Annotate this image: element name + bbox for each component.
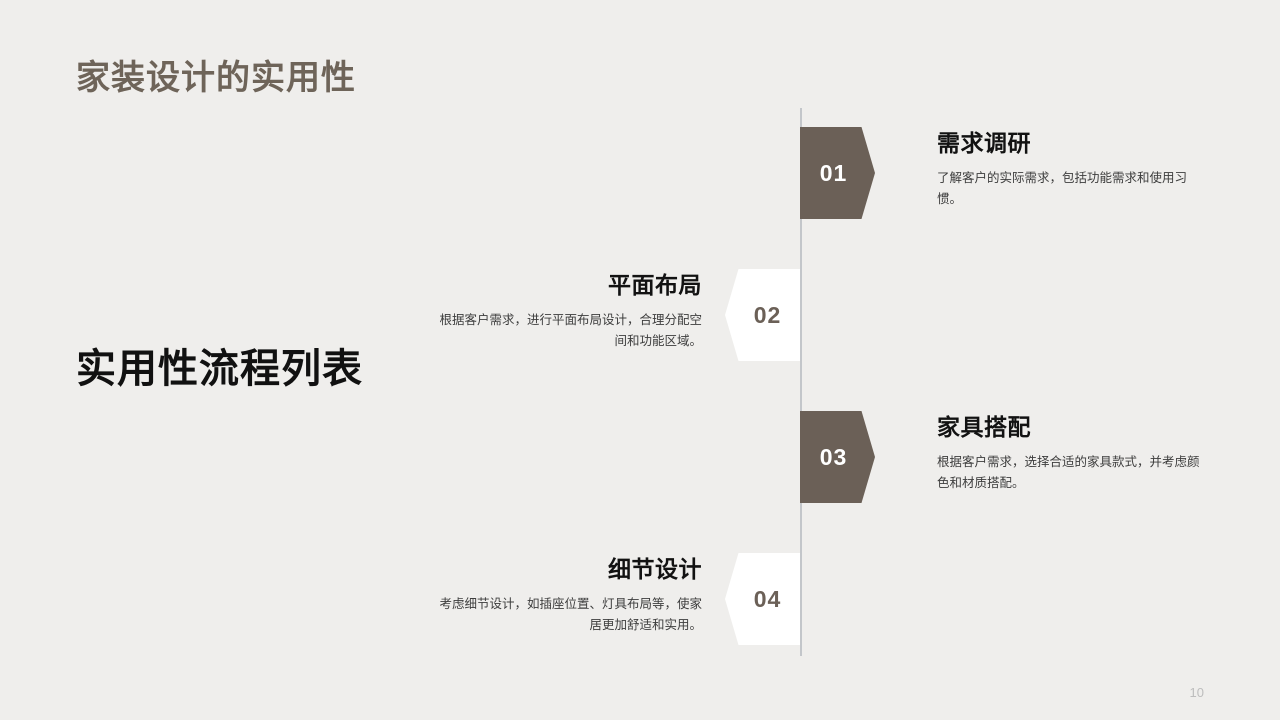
page-number: 10: [1189, 685, 1204, 700]
timeline-spine: [800, 108, 802, 656]
step-heading: 家具搭配: [937, 414, 1031, 440]
step-text-block: 平面布局 根据客户需求，进行平面布局设计，合理分配空间和功能区域。: [430, 272, 702, 353]
step-description: 根据客户需求，进行平面布局设计，合理分配空间和功能区域。: [439, 312, 702, 349]
step-description: 了解客户的实际需求，包括功能需求和使用习惯。: [937, 170, 1188, 207]
step-number-badge: 02: [725, 269, 800, 361]
timeline-step: 03 家具搭配 根据客户需求，选择合适的家具款式，并考虑颜色和材质搭配。: [800, 411, 1220, 503]
step-heading: 平面布局: [608, 272, 702, 298]
step-description: 考虑细节设计，如插座位置、灯具布局等，使家居更加舒适和实用。: [439, 596, 702, 633]
step-description: 根据客户需求，选择合适的家具款式，并考虑颜色和材质搭配。: [937, 454, 1200, 491]
step-heading: 细节设计: [608, 556, 702, 582]
step-heading: 需求调研: [937, 130, 1031, 156]
step-number: 01: [819, 159, 848, 186]
step-text-block: 细节设计 考虑细节设计，如插座位置、灯具布局等，使家居更加舒适和实用。: [430, 556, 702, 637]
step-number: 03: [819, 443, 848, 470]
step-text-block: 需求调研 了解客户的实际需求，包括功能需求和使用习惯。: [937, 130, 1209, 211]
step-number-badge: 01: [800, 127, 875, 219]
step-number-badge: 03: [800, 411, 875, 503]
step-number-badge: 04: [725, 553, 800, 645]
page-title: 实用性流程列表: [76, 347, 363, 391]
step-text-block: 家具搭配 根据客户需求，选择合适的家具款式，并考虑颜色和材质搭配。: [937, 414, 1209, 495]
step-number: 02: [753, 301, 782, 328]
timeline-step: 02 平面布局 根据客户需求，进行平面布局设计，合理分配空间和功能区域。: [380, 269, 800, 361]
header-title: 家装设计的实用性: [76, 59, 356, 97]
timeline-step: 01 需求调研 了解客户的实际需求，包括功能需求和使用习惯。: [800, 127, 1220, 219]
timeline-step: 04 细节设计 考虑细节设计，如插座位置、灯具布局等，使家居更加舒适和实用。: [380, 553, 800, 645]
step-number: 04: [753, 585, 782, 612]
